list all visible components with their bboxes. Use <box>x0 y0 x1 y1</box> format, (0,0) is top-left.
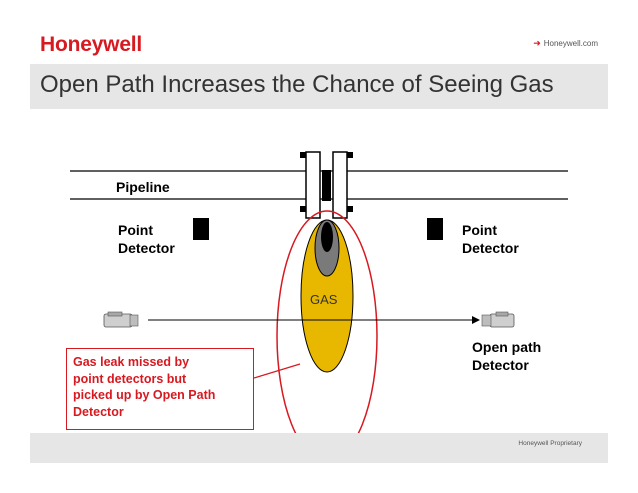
callout-leader-line <box>253 363 301 379</box>
footer-bar <box>30 433 608 463</box>
site-link-label: Honeywell.com <box>543 39 598 48</box>
slide-title: Open Path Increases the Chance of Seeing… <box>40 71 554 98</box>
honeywell-logo: Honeywell <box>40 33 143 56</box>
left-point-detector-box <box>193 218 209 240</box>
title-bar <box>30 64 608 109</box>
left-detector-line1: Point <box>118 222 153 238</box>
left-detector-line2: Detector <box>118 240 175 256</box>
open-path-detector-label: Open path Detector <box>472 338 541 374</box>
beam-arrowhead <box>472 316 480 324</box>
callout-line: Gas leak missed by <box>73 355 190 369</box>
right-point-detector-label: Point Detector <box>462 221 519 257</box>
pipeline-label: Pipeline <box>116 179 170 195</box>
honeywell-site-link[interactable]: ➜Honeywell.com <box>533 38 598 49</box>
right-detector-line2: Detector <box>462 240 519 256</box>
open-path-line1: Open path <box>472 339 542 355</box>
open-path-transmitter-icon <box>103 311 139 328</box>
left-point-detector-label: Point Detector <box>118 221 175 257</box>
arrow-right-icon: ➜ <box>533 38 541 48</box>
right-point-detector-box <box>427 218 443 240</box>
callout-box: Gas leak missed by point detectors but p… <box>66 348 254 430</box>
gas-label: GAS <box>310 292 338 307</box>
pipe-flange <box>300 151 353 219</box>
proprietary-notice: Honeywell Proprietary <box>518 440 582 447</box>
gas-leak-core <box>321 222 333 252</box>
open-path-receiver-icon <box>481 311 515 328</box>
callout-line: picked up by Open Path <box>73 388 216 402</box>
right-detector-line1: Point <box>462 222 497 238</box>
open-path-line2: Detector <box>472 357 529 373</box>
callout-line: point detectors but <box>73 371 187 386</box>
callout-line: Detector <box>73 404 124 419</box>
